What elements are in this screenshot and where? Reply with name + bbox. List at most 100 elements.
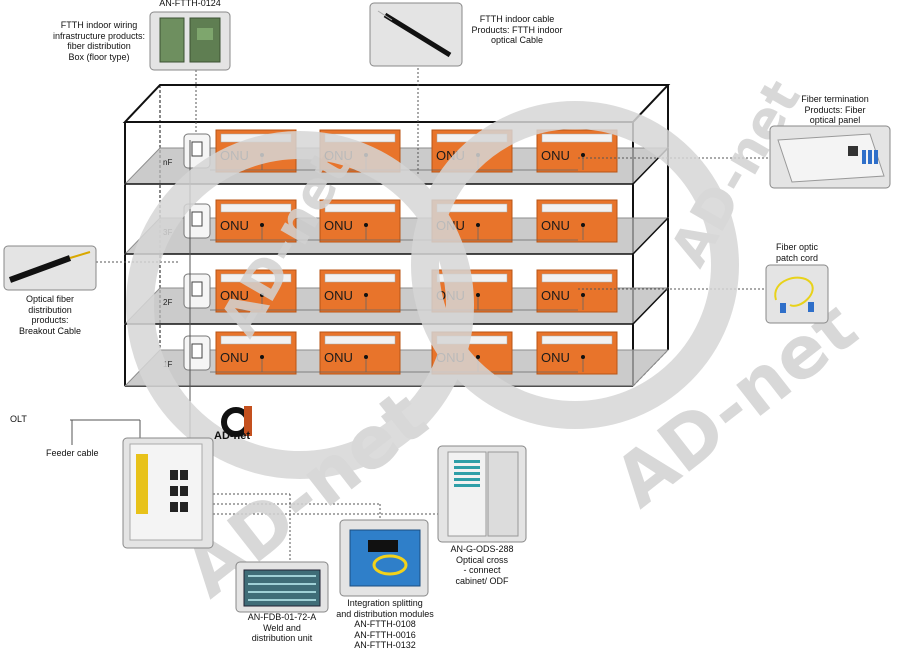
patch-cord-label: Fiber optic patch cord [760, 242, 834, 263]
onu-port [364, 223, 368, 227]
onu-unit: ONU [215, 331, 297, 375]
onu-unit: ONU [215, 199, 297, 243]
fiber-termination-label-line-3: optical panel [809, 115, 861, 125]
onu-label: ONU [220, 218, 249, 233]
weld-unit-label-line-3: distribution unit [251, 633, 313, 643]
indoor-cable-thumbnail [369, 2, 463, 67]
breakout-cable-label-line-3: products: [31, 315, 69, 325]
adnet-logo [221, 406, 252, 437]
cross-connect-label-line-2: Optical cross [455, 554, 508, 565]
onu-device [324, 203, 396, 213]
splitter-module-thumbnail [339, 519, 429, 597]
onu-device [220, 203, 292, 213]
floor-fiber-box-port [191, 141, 203, 157]
fiber-termination-label-line-1: Fiber termination [801, 94, 869, 104]
onu-label: ONU [541, 288, 570, 303]
onu-device [541, 203, 613, 213]
optical-panel-thumbnail [769, 125, 891, 189]
onu-unit: ONU [319, 199, 401, 243]
onu-device [541, 335, 613, 345]
cross-connect-label-line-3: - connect [463, 565, 501, 575]
onu-port [476, 293, 480, 297]
breakout-cable-label-line-1: Optical fiber [25, 294, 75, 304]
indoor-cable-label-line-3: optical Cable [490, 35, 544, 45]
patch-cord-thumbnail [765, 264, 829, 324]
floor-box-label-line-1: FTTH indoor wiring [60, 20, 138, 30]
onu-port [364, 293, 368, 297]
splitting-modules-code-3: AN-FTTH-0132 [354, 640, 416, 650]
floor-box-label-line-3: fiber distribution [67, 41, 131, 51]
splitting-modules-code-1: AN-FTTH-0108 [354, 619, 416, 629]
breakout-cable-label: Optical fiber distribution products: Bre… [0, 294, 100, 336]
breakout-cable-thumbnail [3, 245, 97, 291]
onu-port [476, 355, 480, 359]
olt-label: OLT [10, 414, 27, 424]
onu-port [581, 153, 585, 157]
floor-fiber-box-port [191, 343, 203, 359]
onu-label: ONU [324, 218, 353, 233]
weld-unit-label: AN-FDB-01-72-A Weld and distribution uni… [230, 612, 334, 644]
floor-box-thumbnail [149, 11, 231, 71]
onu-label: ONU [324, 288, 353, 303]
breakout-cable-label-line-4: Breakout Cable [18, 325, 82, 336]
weld-unit-thumbnail [235, 561, 329, 613]
floor-label: 1F [163, 360, 172, 369]
splitting-modules-label-line-2: and distribution modules [336, 608, 434, 619]
fiber-termination-label-line-2: Products: Fiber [804, 104, 866, 115]
onu-label: ONU [541, 350, 570, 365]
onu-label: ONU [324, 350, 353, 365]
splitting-modules-label-line-1: Integration splitting [347, 598, 423, 608]
indoor-cable-label-line-2: Products: FTTH indoor [471, 24, 563, 35]
splitting-modules-label: Integration splitting and distribution m… [330, 598, 440, 651]
onu-device [541, 133, 613, 143]
onu-device [324, 273, 396, 283]
floor-box-label-line-4: Box (floor type) [68, 51, 130, 62]
olt-distribution-box [122, 437, 214, 549]
onu-unit: ONU [319, 331, 401, 375]
onu-unit: ONU [536, 269, 618, 313]
onu-port [260, 223, 264, 227]
floor-label: nF [163, 158, 172, 167]
onu-label: ONU [541, 148, 570, 163]
onu-device [541, 273, 613, 283]
onu-unit: ONU [536, 199, 618, 243]
cross-connect-thumbnail [437, 445, 527, 543]
onu-device [324, 335, 396, 345]
patch-cord-label-line-2: patch cord [775, 252, 819, 263]
floor-box-label-line-2: infrastructure products: [52, 30, 146, 41]
onu-label: ONU [541, 218, 570, 233]
onu-device [220, 335, 292, 345]
cross-connect-label-line-4: cabinet/ ODF [455, 575, 509, 586]
onu-port [581, 355, 585, 359]
cross-connect-label-line-1: AN-G-ODS-288 [450, 544, 514, 554]
logo-text: AD-net [214, 430, 251, 442]
indoor-cable-label: FTTH indoor cable Products: FTTH indoor … [462, 14, 572, 46]
floor-label: 2F [163, 298, 172, 307]
onu-unit: ONU [215, 269, 297, 313]
onu-port [476, 223, 480, 227]
breakout-cable-label-line-2: distribution [28, 304, 72, 315]
fiber-termination-label: Fiber termination Products: Fiber optica… [780, 94, 890, 126]
splitting-modules-code-2: AN-FTTH-0016 [354, 629, 416, 640]
indoor-cable-label-line-1: FTTH indoor cable [479, 14, 555, 24]
onu-port [581, 293, 585, 297]
onu-unit: ONU [536, 331, 618, 375]
onu-label: ONU [220, 288, 249, 303]
onu-port [260, 293, 264, 297]
cross-connect-label: AN-G-ODS-288 Optical cross - connect cab… [436, 544, 528, 586]
top-product-code: AN-FTTH-0124 [159, 0, 221, 8]
onu-port [581, 223, 585, 227]
feeder-cable-label: Feeder cable [46, 448, 99, 458]
onu-unit: ONU [536, 129, 618, 173]
weld-unit-label-line-1: AN-FDB-01-72-A [247, 612, 317, 622]
onu-port [364, 355, 368, 359]
patch-cord-label-line-1: Fiber optic [775, 242, 819, 252]
floor-fiber-box-port [191, 281, 203, 297]
onu-unit: ONU [319, 269, 401, 313]
onu-label: ONU [220, 350, 249, 365]
onu-port [260, 355, 264, 359]
floor-box-label: FTTH indoor wiring infrastructure produc… [44, 20, 154, 62]
floor-fiber-box-port [191, 211, 203, 227]
